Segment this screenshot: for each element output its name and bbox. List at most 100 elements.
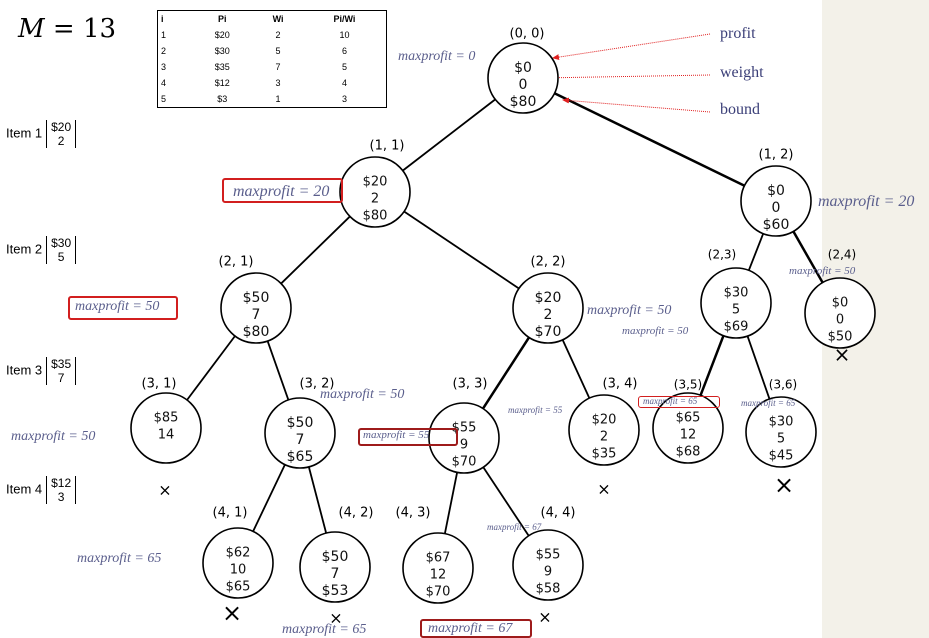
tree-edge [481,336,531,410]
header-ratio: Pi/Wi [333,14,356,24]
node-circle [220,272,292,344]
node-weight: 5 [732,303,740,318]
tree-edge [561,339,591,399]
node-label: (0, 0) [510,27,545,42]
bound-arrow [562,97,711,113]
tree-node-n12: $00$60(1, 2) [740,148,812,237]
tree-node-n24: $00$50(2,4) [804,248,876,349]
node-label: (3, 2) [300,377,335,392]
profit-arrow [552,33,711,61]
node-bound: $50 [828,330,853,345]
table-cell: 1 [275,94,281,104]
maxprofit-annotation: maxprofit = 55 [363,429,430,441]
maxprofit-highlight-box [638,396,720,408]
node-profit: $20 [535,290,562,306]
node-weight: 12 [430,568,447,583]
node-circle [745,396,817,468]
table-cell: 5 [341,62,347,72]
weight-arrow [540,74,711,81]
node-label: (2,4) [828,248,856,262]
node-label: (3, 4) [603,377,638,392]
node-weight: 7 [296,432,305,448]
pruned-mark-icon: × [329,609,342,628]
node-bound: $70 [426,585,451,600]
maxprofit-highlight-box [222,178,343,203]
maxprofit-annotation: maxprofit = 20 [233,183,330,200]
maxprofit-annotation: maxprofit = 65 [282,622,367,637]
callout-bound: bound [720,101,760,118]
node-profit: $0 [832,296,849,311]
tree-edge [443,472,459,534]
maxprofit-annotation: maxprofit = 50 [622,325,689,337]
node-circle [428,402,500,474]
node-profit: $65 [676,411,701,426]
maxprofit-annotation: maxprofit = 65 [643,396,698,406]
tree-node-n36: $305$45(3,6) [745,378,817,468]
table-cell: 7 [275,62,281,72]
maxprofit-annotation: maxprofit = 50 [789,265,856,277]
tree-edge [746,335,771,400]
maxprofit-annotation: maxprofit = 65 [77,551,162,566]
node-profit: $50 [322,549,349,565]
node-label: (3,6) [769,378,797,392]
maxprofit-annotation: maxprofit = 50 [75,299,160,314]
node-bound: $35 [592,447,617,462]
tree-edge [252,464,286,532]
tree-node-n42: $507$53(4, 2) [299,506,373,603]
table-cell: 5 [161,94,167,104]
table-cell: 4 [341,78,347,88]
tree-edge [402,98,496,172]
node-bound: $60 [763,217,790,233]
table-cell: 2 [161,46,167,56]
table-cell: $12 [214,78,230,88]
node-weight: 9 [544,565,552,580]
tree-edge [747,233,765,271]
node-bound: $58 [536,582,561,597]
node-weight: 7 [252,307,261,323]
node-bound: $80 [510,94,537,110]
node-label: (4, 3) [396,506,431,521]
table-cell: 10 [339,30,350,40]
tree-edge [266,340,290,401]
node-label: (3,5) [674,378,702,392]
node-profit: $20 [592,413,617,428]
tree-edge [280,215,351,285]
node-label: (3, 3) [453,377,488,392]
node-circle [130,392,202,464]
node-circle [339,156,411,228]
node-bound: $70 [535,324,562,340]
tree-edge [186,335,236,401]
node-circle [652,392,724,464]
tree-edge [699,335,725,396]
node-bound: $80 [243,324,270,340]
tree-node-n44: $559$58(4, 4) [512,506,584,601]
node-label: (4, 4) [541,506,576,521]
tree-edge [553,92,746,187]
node-profit: $50 [287,415,314,431]
node-circle [804,277,876,349]
table-cell: 3 [275,78,281,88]
tree-edge [482,466,530,537]
maxprofit-highlight-box [68,296,178,320]
tree-edge [307,466,328,534]
node-weight: 2 [544,307,553,323]
node-weight: 5 [777,432,785,447]
maxprofit-highlight-box [420,619,532,638]
node-bound: $45 [769,449,794,464]
maxprofit-annotation: maxprofit = 55 [508,405,563,415]
pruned-mark-icon: × [158,481,171,500]
node-bound: $68 [676,445,701,460]
header-i: i [161,14,164,24]
table-cell: 1 [161,30,167,40]
items-table-header: i Pi Wi Pi/Wi [158,11,387,28]
node-bound: $65 [226,580,251,595]
pruned-mark-icon: × [597,480,610,499]
header-wi: Wi [272,14,284,24]
